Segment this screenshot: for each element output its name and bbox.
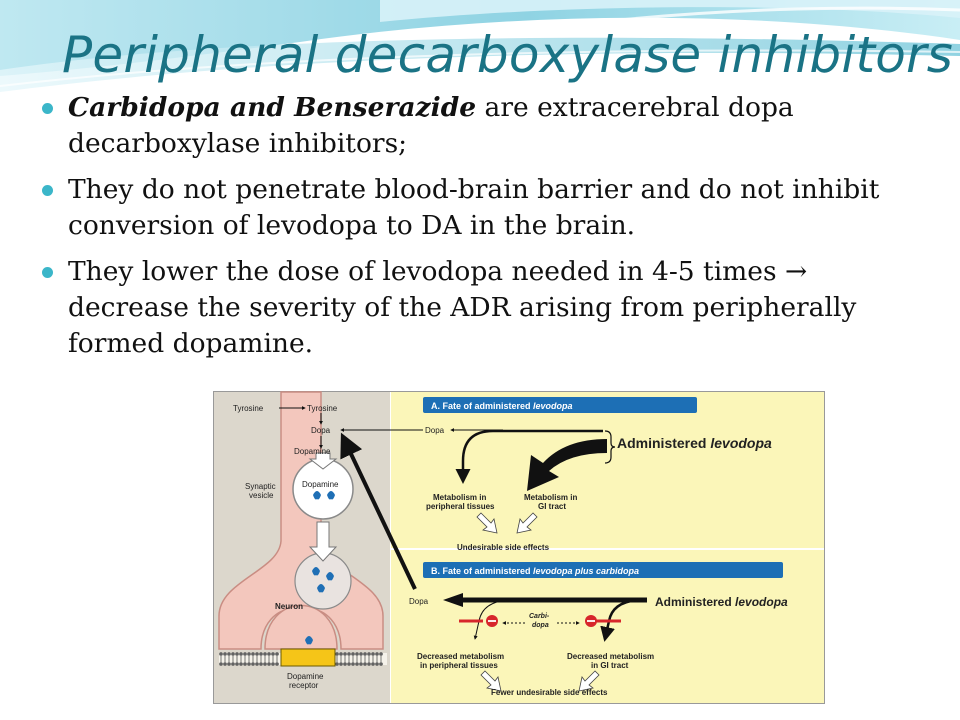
label-receptor-2: receptor	[289, 681, 319, 690]
thick-arrow-gi-icon	[527, 439, 607, 491]
levodopa-fate-diagram: Tyrosine Tyrosine Dopa Dopamine Dopamine…	[213, 391, 825, 704]
panel-b-title: B. Fate of administered levodopa plus ca…	[431, 566, 639, 576]
panel-b-header	[423, 562, 783, 578]
open-arrow-gi-b-icon	[578, 670, 600, 692]
label-synaptic: Synaptic	[245, 482, 276, 491]
uptake-arrow-icon	[308, 452, 338, 470]
panel-b-carbidopa-2: dopa	[532, 622, 549, 629]
panel-a-dopa: Dopa	[425, 426, 445, 435]
panel-b-decreased-peripheral-1: Decreased metabolism	[417, 652, 504, 661]
panel-a-title: A. Fate of administered levodopa	[431, 401, 573, 411]
panel-b-decreased-peripheral-2: in peripheral tissues	[420, 661, 498, 670]
arrow-dopa-into-brain	[340, 432, 417, 590]
label-receptor-1: Dopamine	[287, 672, 324, 681]
header-swoosh-decoration	[0, 0, 960, 92]
neuron-terminal	[264, 604, 338, 650]
bullet-text: They lower the dose of levodopa needed i…	[68, 256, 857, 359]
slide-title: Peripheral decarboxylase inhibitors	[62, 26, 954, 84]
label-dopa: Dopa	[311, 426, 331, 435]
panel-a-metab-peripheral-2: peripheral tissues	[426, 502, 495, 511]
bullet-list: Carbidopa and Benserazide are extracereb…	[40, 90, 920, 372]
label-vesicle: vesicle	[249, 491, 274, 500]
label-neuron: Neuron	[275, 602, 303, 611]
panel-a-metab-gi-2: GI tract	[538, 502, 566, 511]
open-arrow-peripheral-icon	[476, 512, 498, 534]
panel-a-header	[423, 397, 697, 413]
panel-b-administered: Administered levodopa	[655, 595, 788, 609]
open-arrow-peripheral-b-icon	[480, 670, 502, 692]
panel-a-metab-peripheral-1: Metabolism in	[433, 493, 486, 502]
panel-a-metab-gi-1: Metabolism in	[524, 493, 577, 502]
panel-a-side-effects: Undesirable side effects	[457, 543, 550, 552]
panel-b-dopa: Dopa	[409, 597, 429, 606]
dopamine-receptor	[280, 648, 336, 667]
arrow-peripheral	[455, 429, 603, 484]
dopamine-molecules	[305, 491, 335, 645]
panel-a-administered: Administered levodopa	[617, 435, 772, 451]
bullet-item-dose: They lower the dose of levodopa needed i…	[40, 254, 920, 362]
label-tyrosine-left: Tyrosine	[233, 404, 264, 413]
open-arrow-gi-icon	[516, 512, 538, 534]
panel-b-fewer-side-effects: Fewer undesirable side effects	[491, 688, 608, 697]
bullet-item-bbb: They do not penetrate blood-brain barrie…	[40, 172, 920, 244]
bullet-item-inhibitors: Carbidopa and Benserazide are extracereb…	[40, 90, 920, 162]
panel-a-background	[391, 392, 824, 548]
bullet-text: are extracerebral dopa decarboxylase inh…	[68, 92, 794, 159]
panel-b-carbidopa-1: Carbi-	[529, 613, 550, 620]
label-dopamine: Dopamine	[294, 447, 331, 456]
panel-b-decreased-gi-1: Decreased metabolism	[567, 652, 654, 661]
bullet-dot-icon	[42, 185, 53, 196]
label-vesicle-dopamine: Dopamine	[302, 480, 339, 489]
bullet-bold-text: Carbidopa and Benserazide	[68, 92, 477, 123]
bullet-dot-icon	[42, 267, 53, 278]
brace-icon	[604, 430, 616, 464]
panel-b-decreased-gi-2: in GI tract	[591, 661, 629, 670]
bullet-dot-icon	[42, 103, 53, 114]
release-arrow-icon	[308, 521, 338, 562]
bullet-text: They do not penetrate blood-brain barrie…	[68, 174, 880, 241]
inhibition-marks	[459, 615, 621, 627]
label-tyrosine-right: Tyrosine	[307, 404, 338, 413]
